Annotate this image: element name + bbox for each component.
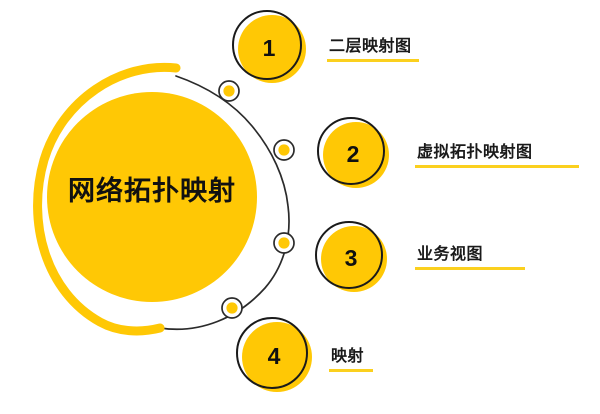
item-label-1: 二层映射图 bbox=[329, 38, 412, 55]
connector-dot-1 bbox=[218, 80, 240, 102]
step-badge-4-number: 4 bbox=[267, 343, 281, 369]
item-underline-3 bbox=[415, 267, 525, 270]
step-badge-2[interactable] bbox=[317, 117, 389, 188]
item-underline-1 bbox=[327, 59, 419, 62]
outer-ring-arc-yellow bbox=[33, 62, 181, 336]
item-underline-2 bbox=[415, 165, 579, 168]
item-label-2: 虚拟拓扑映射图 bbox=[417, 144, 533, 161]
step-badge-1[interactable] bbox=[232, 10, 306, 83]
item-label-4: 映射 bbox=[331, 348, 365, 365]
step-badge-3-number: 3 bbox=[344, 245, 358, 271]
item-underline-4 bbox=[329, 369, 373, 372]
hub-label: 网络拓扑映射 bbox=[68, 176, 236, 206]
step-badge-2-number: 2 bbox=[346, 141, 360, 167]
step-badge-3[interactable] bbox=[315, 221, 387, 292]
connector-dot-4 bbox=[221, 297, 243, 319]
hub-circle bbox=[47, 92, 257, 302]
step-badge-1-number: 1 bbox=[262, 35, 276, 61]
connector-dot-3 bbox=[273, 232, 295, 254]
item-label-3: 业务视图 bbox=[417, 246, 484, 263]
connector-dot-2 bbox=[273, 139, 295, 161]
step-badge-4[interactable] bbox=[236, 317, 312, 392]
